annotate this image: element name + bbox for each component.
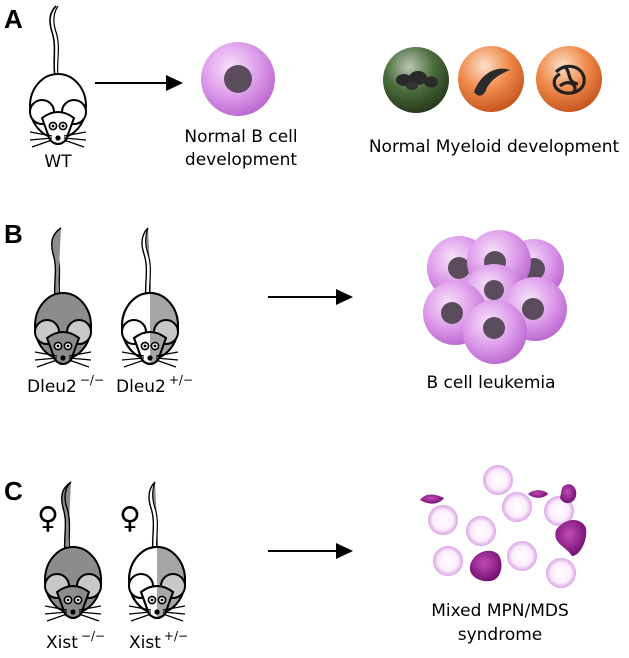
mpn-mds-caption-line-2: syndrome — [458, 625, 543, 645]
myeloid-caption: Normal Myeloid development — [369, 137, 620, 157]
mouse-knockout-icon — [44, 481, 102, 622]
panel-letter-b: B — [4, 219, 23, 249]
mouse-heterozygous-icon — [128, 481, 186, 622]
mouse-wt-icon — [29, 5, 87, 148]
panel-a: A WT Normal B cell development — [4, 4, 619, 172]
b-cell-caption-line-1: Normal B cell — [184, 127, 297, 147]
panel-c: C ♀ ♀ — [4, 465, 587, 653]
mouse-heterozygous-icon — [121, 227, 179, 368]
mixed-cells-icon — [420, 465, 587, 588]
panel-letter-a: A — [4, 4, 23, 34]
b-cell-icon — [201, 42, 275, 116]
genotype-xist-het: Xist+/− — [129, 629, 188, 653]
myeloid-orange-cell-2-icon — [536, 46, 602, 112]
arrow-right-icon — [268, 289, 353, 305]
panel-letter-c: C — [4, 476, 23, 506]
panel-b: B — [4, 219, 567, 397]
leukemia-caption: B cell leukemia — [426, 373, 555, 393]
b-cell-caption-line-2: development — [185, 150, 297, 170]
genotype-dleu2-het: Dleu2+/− — [116, 373, 193, 397]
mouse-knockout-icon — [34, 227, 92, 368]
female-symbol-1-icon: ♀ — [37, 501, 59, 536]
myeloid-green-cell-icon — [383, 47, 449, 113]
mouse-label-wt: WT — [44, 152, 72, 172]
arrow-right-icon — [95, 75, 183, 91]
genotype-dleu2-ko: Dleu2−/− — [27, 373, 104, 397]
arrow-right-icon — [268, 543, 353, 559]
myeloid-orange-cell-icon — [458, 46, 524, 112]
female-symbol-2-icon: ♀ — [119, 501, 141, 536]
b-cell-cluster-icon — [423, 230, 567, 364]
genotype-xist-ko: Xist−/− — [46, 629, 105, 653]
mpn-mds-caption-line-1: Mixed MPN/MDS — [431, 601, 569, 621]
